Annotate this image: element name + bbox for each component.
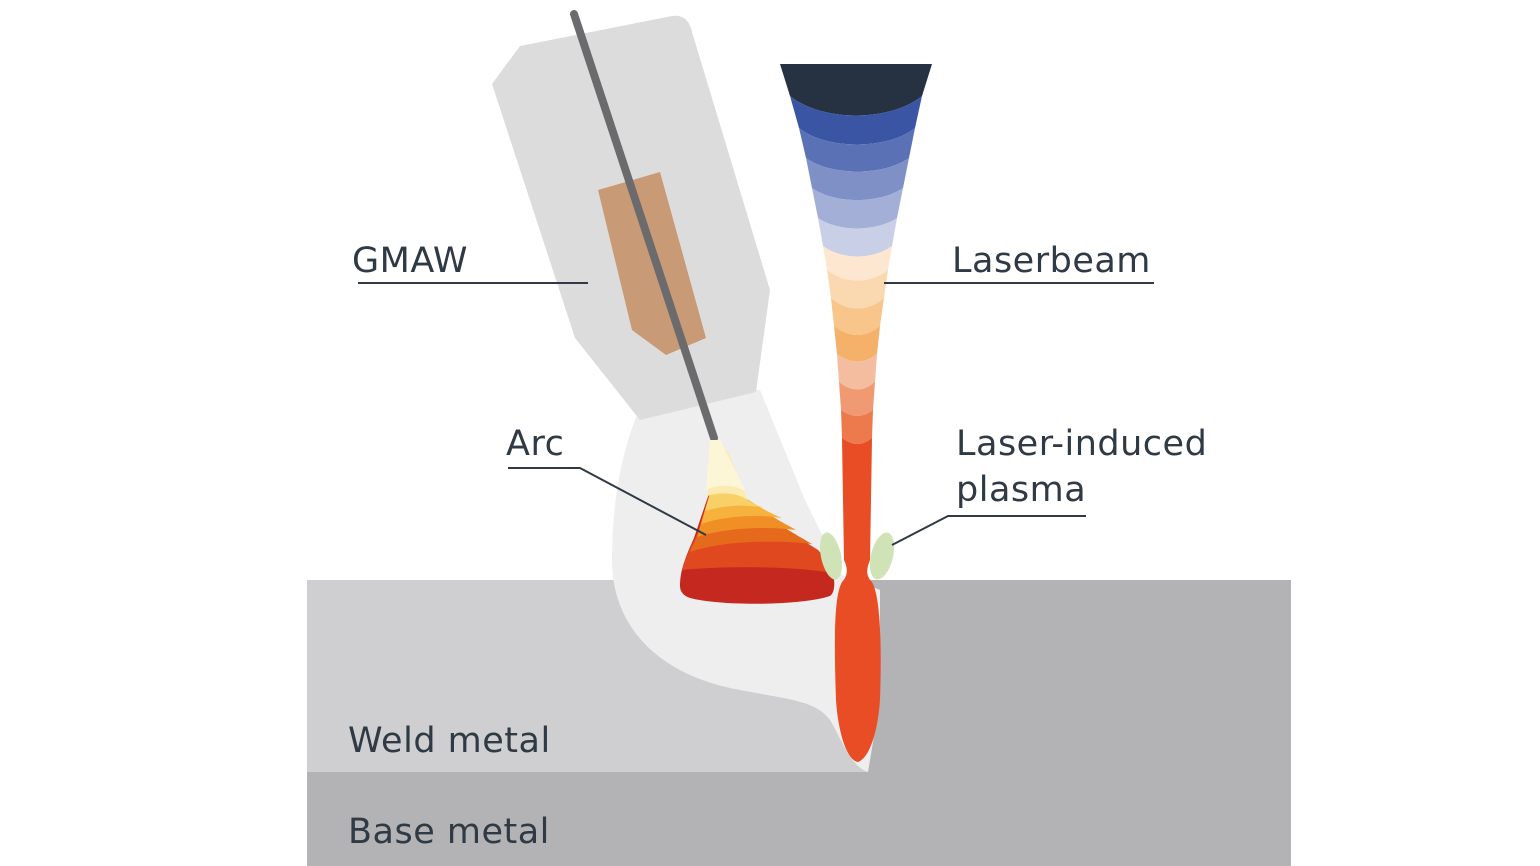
laser-band-6	[818, 218, 897, 257]
electrode-wire	[570, 10, 718, 442]
laser-core	[834, 438, 881, 762]
laser-band-12	[839, 382, 875, 416]
laser-band-3	[799, 128, 915, 172]
laser-band-7	[823, 246, 892, 281]
laser-band-2	[790, 96, 922, 145]
laser-band-13	[841, 410, 873, 444]
laser-band-10	[834, 326, 880, 362]
laserbeam-label: Laserbeam	[952, 241, 1151, 281]
laser-band-8	[827, 270, 888, 309]
arc-leader	[508, 467, 707, 536]
laser-band-4	[806, 158, 909, 200]
laser-band-9	[831, 298, 884, 335]
laser-band-11	[837, 354, 877, 390]
contact-tip	[598, 172, 706, 355]
arc-label: Arc	[506, 424, 565, 464]
laser-band-5	[812, 188, 903, 229]
plasma-label-line-2: plasma	[956, 470, 1087, 510]
base-metal-label: Base metal	[348, 812, 550, 852]
laser-band-top	[780, 64, 932, 116]
arc-cone	[680, 440, 835, 604]
laser-beam	[780, 64, 932, 762]
plasma-left	[820, 532, 842, 580]
plasma-leader	[891, 515, 1086, 546]
plasma-label: Laser-induced plasma	[956, 421, 1207, 513]
arc-tip	[706, 440, 746, 492]
gmaw-label: GMAW	[352, 241, 468, 281]
plasma-label-line-1: Laser-induced	[956, 424, 1208, 464]
plasma-right	[869, 532, 895, 580]
weld-metal-label: Weld metal	[348, 721, 551, 761]
